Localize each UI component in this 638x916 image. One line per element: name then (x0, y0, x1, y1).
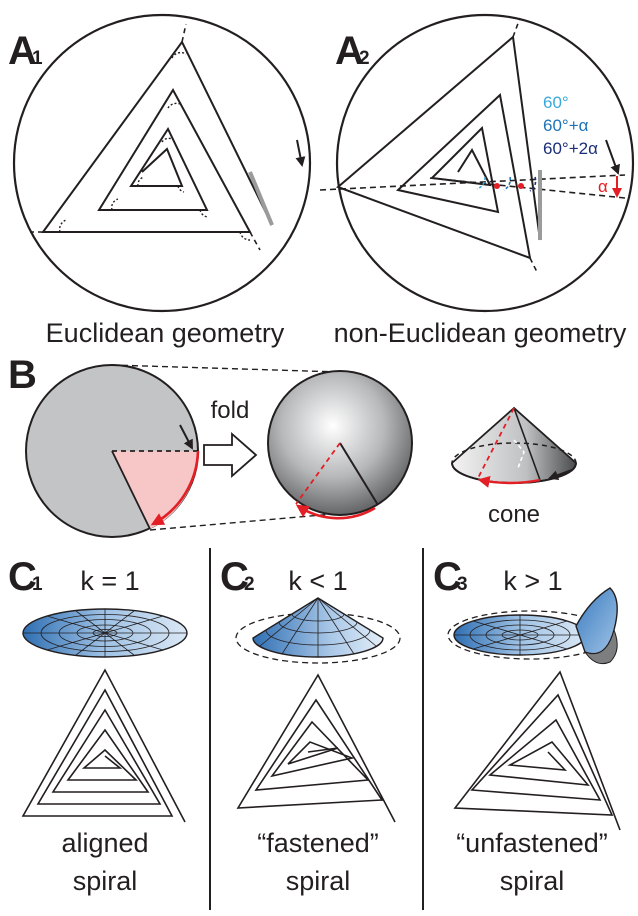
c3-k-label: k > 1 (503, 566, 562, 596)
c3-flap-shadow (583, 628, 618, 665)
panel-c3: C 3 k > 1 “unfastened” spiral (433, 555, 621, 896)
a2-angle-arc-60 (476, 176, 486, 190)
panel-a2: A 2 60° 60°+α 60°+2α α non-Euclidean geo… (319, 13, 635, 348)
c3-caption-line2: spiral (500, 866, 565, 896)
b-sector-edge (111, 450, 151, 530)
panel-c1-letter: C (8, 555, 37, 599)
b-cone-black-arrow (548, 469, 573, 480)
a2-angle-label-2: 60°+α (543, 116, 589, 135)
c2-caption-line1: “fastened” (257, 828, 379, 858)
a2-circle (335, 13, 635, 313)
a1-extension-line (249, 231, 261, 251)
b-projection-line (111, 364, 341, 373)
c1-lattice-grid (23, 609, 187, 657)
b-fold-label: fold (211, 397, 250, 424)
panel-c1: C 1 k = 1 aligned spiral (8, 555, 188, 896)
a1-spiral (41, 40, 273, 233)
panel-b: B fold cone (8, 353, 577, 538)
b-cone (451, 406, 577, 484)
c2-lattice-grid (259, 597, 377, 657)
a1-direction-arrow (295, 139, 306, 167)
c3-caption-line1: “unfastened” (456, 828, 608, 858)
panel-a1-subscript: 1 (32, 48, 43, 69)
a2-red-dot (494, 183, 500, 189)
a2-extension-line (529, 257, 539, 275)
panel-c3-subscript: 3 (457, 574, 468, 595)
c2-fastened-spiral (236, 673, 396, 823)
panel-a1-letter: A (8, 29, 37, 73)
a1-gap-shading (248, 171, 274, 226)
b-projection-line (149, 512, 346, 531)
b-cone-hidden-line (513, 439, 525, 469)
c2-k-label: k < 1 (288, 566, 347, 596)
panel-c1-subscript: 1 (32, 574, 43, 595)
a2-red-dot (518, 183, 524, 189)
a1-angle-marks (58, 51, 251, 241)
b-cone-seam (339, 442, 379, 506)
panel-c2: C 2 k < 1 “fastened” spiral (220, 555, 401, 896)
panel-c3-letter: C (433, 555, 462, 599)
c1-aligned-spiral (21, 668, 186, 823)
a1-circle (12, 13, 312, 313)
panel-b-letter: B (8, 353, 37, 397)
b-sector-arc-arrow (150, 450, 200, 526)
c2-caption-line2: spiral (286, 866, 351, 896)
b-cone-red-seam (477, 407, 515, 479)
a2-caption: non-Euclidean geometry (334, 318, 627, 348)
b-removed-sector (112, 451, 199, 529)
a2-angle-label-1: 60° (543, 93, 569, 112)
panel-a2-letter: A (335, 29, 364, 73)
b-cone-top-arc-arrow (295, 504, 376, 520)
a2-angle-arc-60-alpha (503, 176, 512, 191)
panel-c2-letter: C (220, 555, 249, 599)
b-cone-label: cone (488, 501, 540, 528)
c1-k-label: k = 1 (80, 566, 139, 596)
a1-caption: Euclidean geometry (46, 318, 285, 348)
panel-a2-subscript: 2 (359, 48, 370, 69)
a2-spiral (336, 35, 541, 260)
a2-alpha-label: α (598, 177, 608, 196)
a2-reference-line (429, 177, 626, 199)
c3-lattice-grid (454, 615, 586, 655)
a2-extension-line (512, 17, 521, 38)
c2-dashed-outline (235, 612, 401, 664)
b-cone-red-arrow (477, 475, 541, 488)
b-cone-seam (513, 407, 541, 481)
a2-angle-label-3: 60°+2α (543, 139, 598, 158)
c1-caption-line1: aligned (61, 828, 148, 858)
a2-direction-arrow (605, 139, 620, 175)
a1-extension-line (181, 23, 187, 43)
panel-a1: A 1 Euclidean geometry (8, 13, 312, 348)
c3-unfastened-spiral (453, 670, 621, 831)
b-fold-arrow-icon (203, 432, 258, 478)
b-cone-seam-dashed (295, 442, 341, 505)
a2-angle-arc-60-2alpha (529, 176, 537, 192)
panel-c2-subscript: 2 (244, 574, 255, 595)
b-disk-arrow (179, 424, 193, 450)
c1-caption-line2: spiral (73, 866, 138, 896)
